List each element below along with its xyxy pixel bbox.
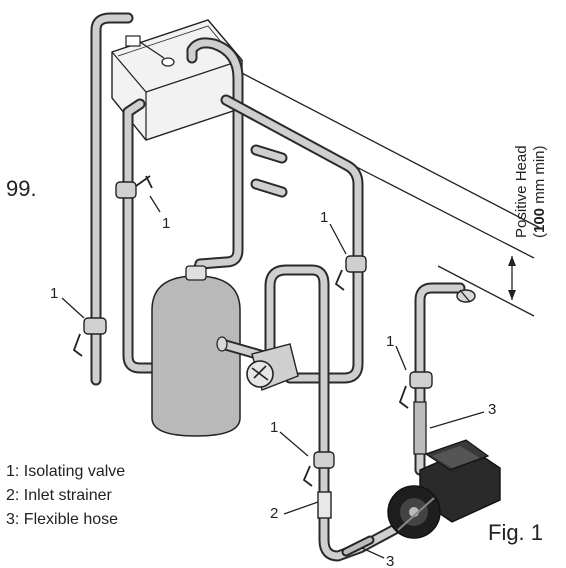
callout-strainer: 2: [270, 505, 278, 522]
booster-pump: [387, 439, 501, 539]
cut-off-text: 99.: [6, 176, 37, 201]
isolating-valve-3: [334, 255, 367, 291]
isolating-valve-1: [115, 175, 153, 199]
callout-valve-3: 1: [320, 209, 328, 226]
callout-valve-1: 1: [162, 215, 170, 232]
isolating-valve-2: [72, 317, 107, 357]
reference-line-top: [235, 69, 541, 229]
legend-item-valve: 1: Isolating valve: [6, 463, 125, 480]
legend-item-strainer: 2: Inlet strainer: [6, 487, 113, 504]
isolating-valve-5: [398, 371, 433, 409]
callout-valve-5: 1: [270, 419, 278, 436]
reference-line-shower: [437, 265, 535, 317]
figure-label: Fig. 1: [488, 520, 543, 545]
legend: 1: Isolating valve 2: Inlet strainer 3: …: [6, 463, 125, 528]
hot-water-cylinder: [151, 265, 270, 437]
positive-head-line1: Positive Head: [513, 145, 530, 238]
legend-item-hose: 3: Flexible hose: [6, 511, 118, 528]
flexible-hose-upper: [413, 401, 427, 455]
flexible-hose-lower: [341, 535, 375, 557]
shower-head: [456, 289, 476, 303]
callout-valve-2: 1: [50, 285, 58, 302]
isolating-valve-4: [302, 451, 335, 487]
leader-lines: [61, 195, 485, 559]
positive-head-line2: (100 mm min): [531, 145, 548, 238]
callout-valve-4: 1: [386, 333, 394, 350]
pipework: [90, 12, 466, 562]
callout-hose-upper: 3: [488, 401, 496, 418]
callout-hose-lower: 3: [386, 553, 394, 568]
float-switch: [125, 35, 141, 47]
positive-head-dimension: [508, 256, 516, 300]
accumulator-unit: [246, 343, 299, 391]
positive-head-label: Positive Head (100 mm min): [513, 145, 548, 238]
inlet-strainer: [317, 491, 332, 519]
